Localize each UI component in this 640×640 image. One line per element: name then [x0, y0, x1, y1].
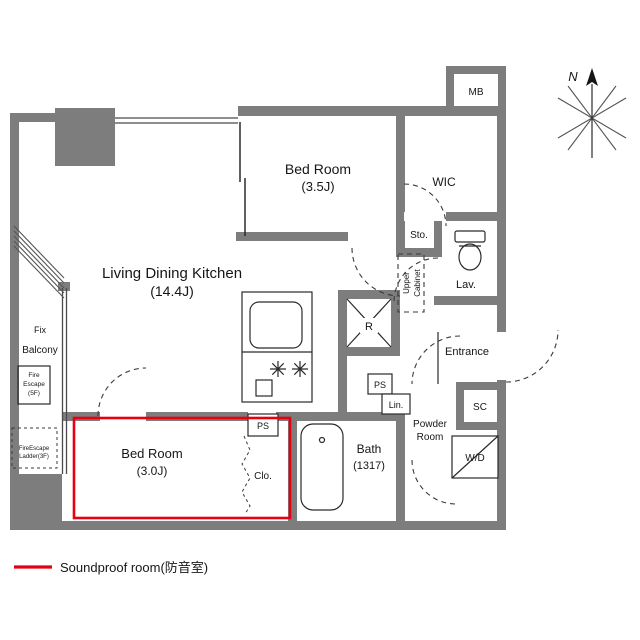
wic-label: WIC [432, 175, 456, 189]
bedroom30-label: Bed Room [121, 446, 182, 461]
toilet-icon [454, 230, 486, 271]
bath-size: (1317) [353, 460, 385, 472]
legend: Soundproof room(防音室) [14, 560, 208, 575]
burner-icon [270, 361, 286, 377]
shoe-closet-label: SC [473, 402, 487, 413]
grill-icon [255, 379, 273, 397]
closet-label: Clo. [254, 471, 272, 482]
pipe-space-box [367, 373, 393, 395]
pipe-space-label: PS [257, 421, 269, 431]
storage-label: Sto. [410, 230, 428, 241]
fire-escape-label: (5F) [28, 390, 40, 397]
linen-label: Lin. [389, 400, 404, 410]
north-label: N [568, 69, 578, 84]
ldk-size: (14.4J) [150, 283, 194, 299]
fire-escape-box [17, 365, 51, 405]
powder-room-label: Powder [413, 419, 448, 430]
shoe-closet-door-arc [411, 335, 461, 385]
hatched-wall [13, 225, 65, 299]
lavatory-label: Lav. [456, 279, 476, 291]
north-arrow-icon [586, 68, 598, 86]
washer-dryer-label: W/D [465, 453, 484, 464]
fire-ladder-box [11, 427, 58, 469]
soundproof-outline [72, 416, 292, 520]
balcony-label: Balcony [22, 345, 58, 356]
upper-cabinet-outline [397, 253, 425, 313]
entrance-label: Entrance [445, 346, 489, 358]
walls [10, 66, 506, 530]
closet-folding-door [241, 435, 251, 515]
fire-escape-label: Fire [28, 372, 40, 379]
upper-cabinet-label: Upper [402, 272, 411, 294]
bedroom30-door-arc [97, 367, 147, 417]
fire-ladder-label: Ladder(3F) [19, 454, 49, 460]
windows [61, 117, 238, 474]
upper-cabinet-label: Cabinet [413, 268, 422, 296]
fire-escape-label: Escape [23, 381, 45, 388]
bath-label: Bath [357, 442, 382, 456]
compass: N [557, 68, 627, 158]
service-boxes [11, 332, 439, 469]
doors [97, 122, 559, 515]
fix-label: Fix [34, 325, 46, 335]
fire-ladder-label: FireEscape [19, 446, 50, 452]
refrigerator-label: R [365, 321, 373, 333]
burner-icon [292, 361, 308, 377]
bathtub-icon [300, 423, 344, 511]
powder-room-label: Room [417, 432, 444, 443]
powder-door-arc [411, 459, 457, 505]
legend-soundproof-label: Soundproof room(防音室) [60, 560, 208, 575]
pipe-space-label: PS [374, 380, 386, 390]
bedroom35-size: (3.5J) [301, 179, 334, 194]
room-labels: Living Dining Kitchen (14.4J) Bed Room (… [19, 87, 489, 482]
hall-door-arc [351, 247, 401, 297]
kitchen-sink-icon [249, 301, 303, 349]
kitchen-unit [241, 291, 313, 403]
mb-label: MB [469, 87, 484, 98]
entrance-door-arc [505, 329, 559, 383]
washer-dryer-box [451, 435, 499, 479]
wic-door-arc [403, 183, 447, 227]
linen-box [381, 393, 411, 415]
pipe-space-box [247, 413, 279, 437]
bedroom35-label: Bed Room [285, 161, 351, 177]
bedroom30-size: (3.0J) [137, 464, 168, 478]
ldk-label: Living Dining Kitchen [102, 265, 242, 282]
